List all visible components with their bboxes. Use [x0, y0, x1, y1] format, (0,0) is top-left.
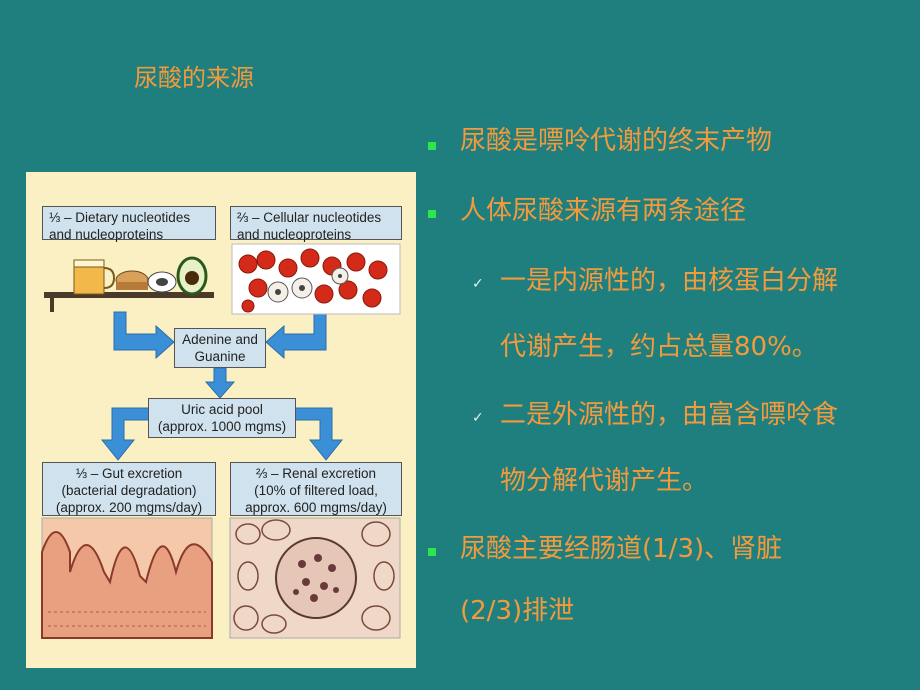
sub-bullet-2-line2: 物分解代谢产生。: [500, 466, 709, 496]
box-text: (approx. 200 mgms/day): [55, 500, 203, 515]
box-text: Guanine: [194, 349, 246, 364]
bullet-square-icon: [428, 210, 436, 218]
bullet-2: 人体尿酸来源有两条途径: [460, 196, 747, 226]
box-text: ⅔ – Cellular nucleotides: [237, 210, 382, 225]
bullet-1: 尿酸是嘌呤代谢的终末产物: [460, 126, 773, 156]
intestine-illustration: [41, 517, 213, 639]
box-text: ⅔ – Renal excretion: [255, 466, 377, 481]
cellular-nucleotides-box: ⅔ – Cellular nucleotides and nucleoprote…: [230, 206, 402, 242]
arrow-down-icon: [204, 367, 236, 399]
arrow-gut-icon: [100, 407, 155, 461]
box-text: and nucleoproteins: [49, 227, 164, 242]
bullet-3-line2: (2/3)排泄: [460, 596, 575, 626]
box-text: Adenine and: [182, 332, 258, 347]
checkmark-icon: ✓: [472, 410, 484, 426]
box-text: (approx. 1000 mgms): [157, 419, 287, 434]
box-text: ⅓ – Gut excretion: [75, 466, 183, 481]
gut-excretion-box: ⅓ – Gut excretion (bacterial degradation…: [42, 462, 216, 516]
food-illustration: [44, 256, 214, 312]
uric-acid-diagram: ⅓ – Dietary nucleotides and nucleoprotei…: [26, 172, 416, 668]
renal-excretion-box: ⅔ – Renal excretion (10% of filtered loa…: [230, 462, 402, 516]
sub-bullet-2-line1: 二是外源性的，由富含嘌呤食: [500, 400, 839, 430]
kidney-illustration: [229, 517, 401, 639]
box-text: and nucleoproteins: [237, 227, 352, 242]
sub-bullet-1-line2: 代谢产生，约占总量80%。: [500, 332, 818, 362]
adenine-guanine-box: Adenine and Guanine: [174, 328, 266, 368]
box-text: (10% of filtered load,: [254, 483, 378, 498]
box-text: approx. 600 mgms/day): [245, 500, 387, 515]
uric-acid-pool-box: Uric acid pool (approx. 1000 mgms): [148, 398, 296, 438]
bullet-square-icon: [428, 548, 436, 556]
checkmark-icon: ✓: [472, 276, 484, 292]
arrow-cellular-icon: [265, 311, 327, 360]
sub-bullet-1-line1: 一是内源性的，由核蛋白分解: [500, 266, 839, 296]
slide-title: 尿酸的来源: [134, 64, 254, 92]
bullet-3-line1: 尿酸主要经肠道(1/3)、肾脏: [460, 534, 783, 564]
cells-illustration: [231, 243, 401, 315]
box-text: Uric acid pool: [181, 402, 263, 417]
diagram-illustrations: [41, 243, 401, 639]
dietary-nucleotides-box: ⅓ – Dietary nucleotides and nucleoprotei…: [42, 206, 216, 242]
box-text: (bacterial degradation): [61, 483, 197, 498]
arrow-dietary-icon: [113, 311, 175, 360]
box-text: ⅓ – Dietary nucleotides: [49, 210, 191, 225]
bullet-square-icon: [428, 142, 436, 150]
arrow-renal-icon: [291, 407, 344, 461]
